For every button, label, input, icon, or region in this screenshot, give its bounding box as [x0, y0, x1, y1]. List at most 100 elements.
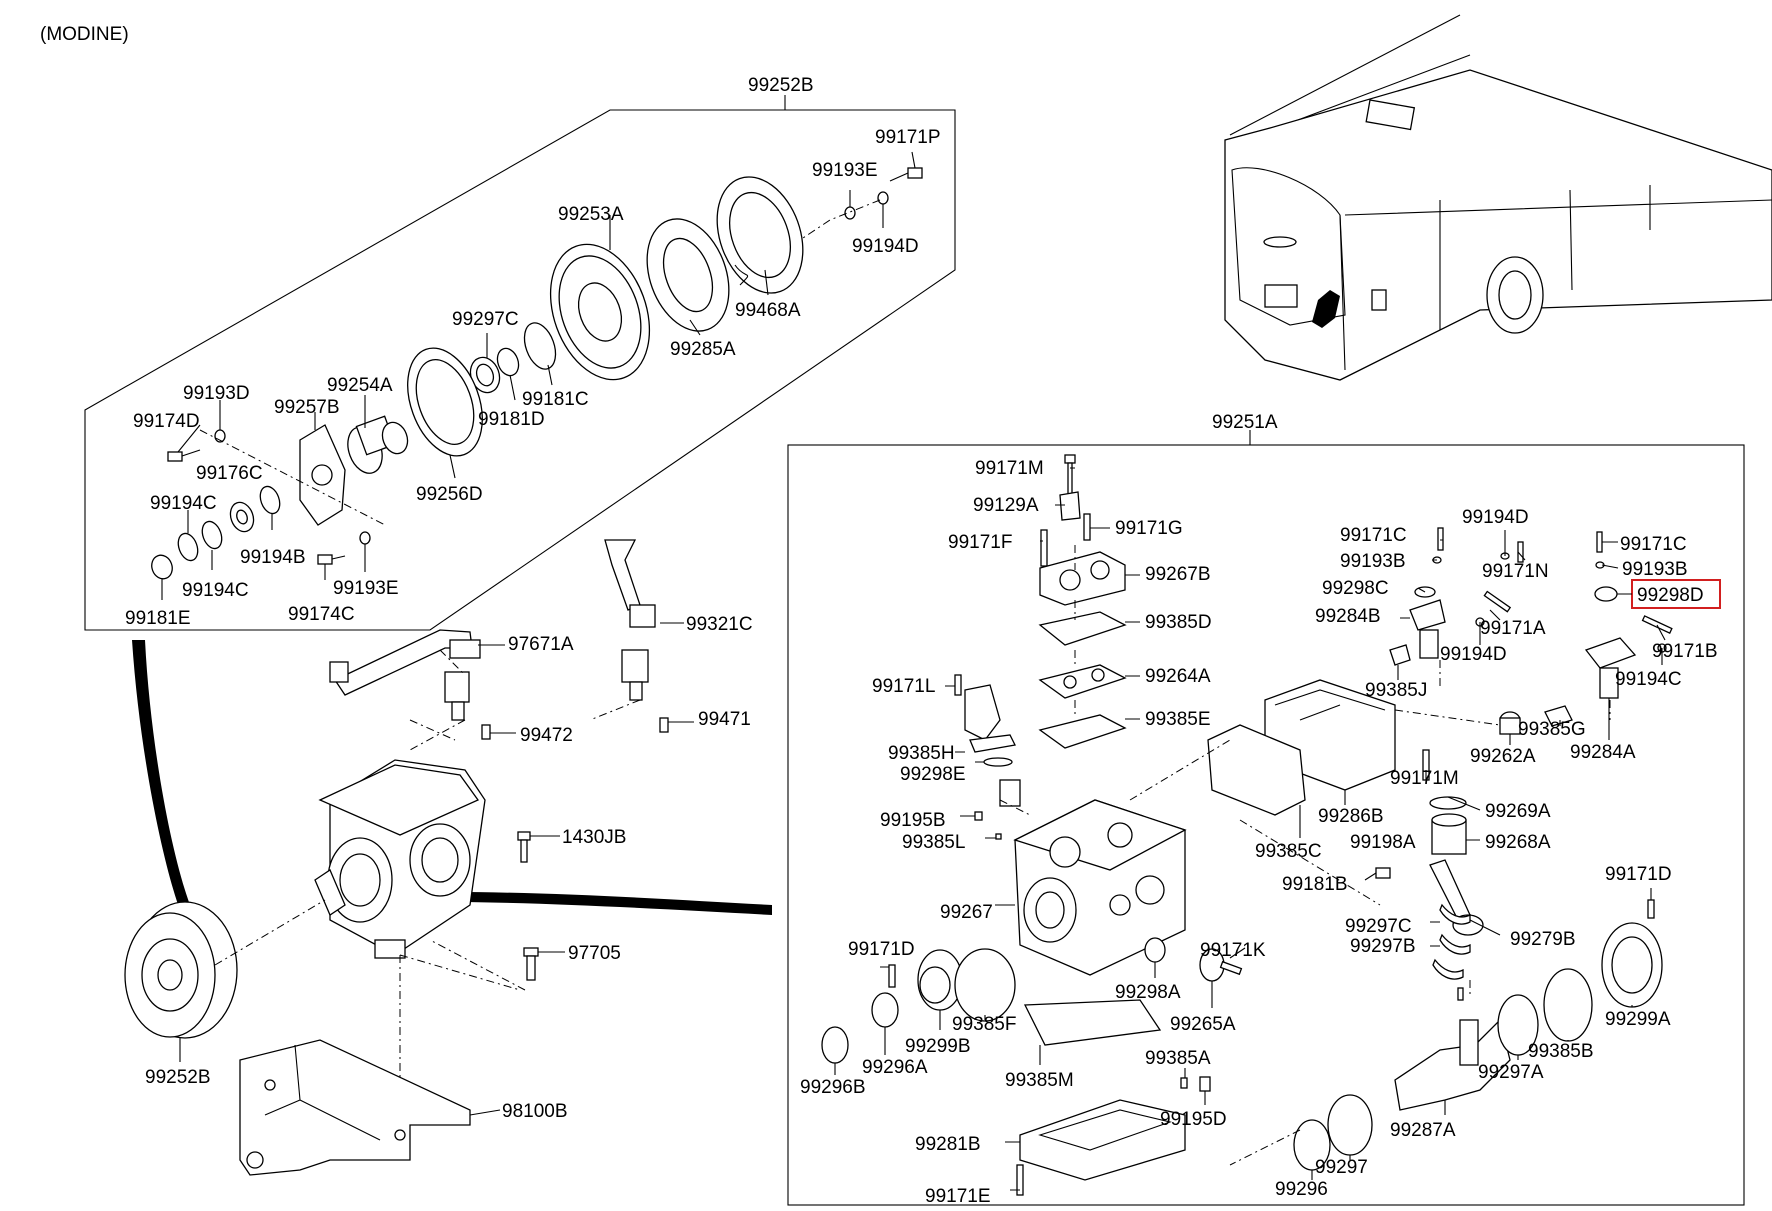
- label-99296A: 99296A: [862, 1057, 928, 1078]
- bearing-99297B-icon[interactable]: [1439, 933, 1471, 955]
- label-99257B: 99257B: [274, 397, 340, 418]
- fitting-99262A-icon[interactable]: [1499, 711, 1521, 735]
- seal-housing-99299B-icon[interactable]: [917, 949, 963, 1011]
- bus-illustration: [1224, 14, 1772, 381]
- bolt-99171D-b-icon[interactable]: [1647, 899, 1655, 919]
- bolt-97705-icon[interactable]: [523, 947, 565, 981]
- pin-99385L-icon[interactable]: [995, 833, 1002, 840]
- washer-99193E-b-icon[interactable]: [359, 531, 371, 545]
- bearing-99297C-b-icon[interactable]: [1439, 903, 1471, 925]
- bolt-99171K-icon[interactable]: [1219, 960, 1243, 976]
- pulley-99253A-icon[interactable]: [533, 215, 667, 394]
- label-99298A: 99298A: [1115, 982, 1181, 1003]
- shim-99194C-a-icon[interactable]: [199, 519, 225, 551]
- ring-99269A-icon[interactable]: [1429, 796, 1467, 810]
- o-ring-99298D-icon[interactable]: [1594, 586, 1618, 602]
- crankcase-99267-icon[interactable]: [1013, 799, 1187, 976]
- cylinder-head-99267B-icon[interactable]: [1039, 551, 1126, 606]
- valve-99284A-icon[interactable]: [1584, 637, 1637, 699]
- label-99181B: 99181B: [1282, 874, 1348, 895]
- coil-housing-99468A-icon[interactable]: [702, 165, 818, 305]
- bolt-99171D-a-icon[interactable]: [888, 964, 896, 988]
- service-valve-99385H-icon[interactable]: [964, 684, 1016, 753]
- gasket-99385M-icon[interactable]: [1023, 999, 1162, 1046]
- washer-99193E-icon[interactable]: [844, 190, 889, 228]
- piston-99268A-icon[interactable]: [1431, 813, 1467, 855]
- compressor-body-icon[interactable]: [314, 759, 486, 959]
- label-99286B: 99286B: [1318, 806, 1384, 827]
- bolt-99171C-b-icon[interactable]: [1596, 531, 1603, 553]
- bolt-99171E-icon[interactable]: [1016, 1164, 1024, 1196]
- bushing-99176C-icon[interactable]: [227, 499, 258, 535]
- crankshaft-99287A-icon[interactable]: [1394, 1018, 1511, 1111]
- oil-pan-99281B-icon[interactable]: [1019, 1099, 1186, 1181]
- screw-99174D-icon[interactable]: [167, 424, 201, 462]
- hub-99254A-icon[interactable]: [342, 395, 412, 478]
- o-ring-99298E-icon[interactable]: [983, 757, 1013, 767]
- pipe-99321C-icon[interactable]: [604, 539, 656, 628]
- label-99468A: 99468A: [735, 300, 801, 321]
- gasket-99385J-icon[interactable]: [1389, 644, 1411, 666]
- pipe-97671A-icon[interactable]: [329, 629, 481, 696]
- bearing-99297C-icon[interactable]: [466, 333, 505, 397]
- bolt-99171P-icon[interactable]: [889, 151, 923, 182]
- plate-99257B-icon[interactable]: [299, 412, 346, 526]
- screw-99174C-icon[interactable]: [317, 554, 346, 580]
- gasket-99385F-icon[interactable]: [954, 948, 1016, 1022]
- shim-99194B-icon[interactable]: [257, 484, 283, 516]
- pulley-99252B-icon[interactable]: [124, 901, 238, 1039]
- plug-99195D-icon[interactable]: [1199, 1076, 1211, 1092]
- fitting-99298E-icon[interactable]: [999, 779, 1021, 807]
- o-ring-99298A-icon[interactable]: [1144, 937, 1166, 963]
- label-99181C: 99181C: [522, 389, 589, 410]
- plug-99385A-icon[interactable]: [1180, 1077, 1188, 1089]
- gasket-99385B-icon[interactable]: [1543, 968, 1593, 1042]
- bolt-99171N-icon[interactable]: [1517, 541, 1524, 563]
- shim-99194C-b-icon[interactable]: [175, 531, 201, 563]
- ring-99181D-icon[interactable]: [494, 345, 522, 378]
- fitting-99471-icon[interactable]: [621, 649, 669, 733]
- label-99472: 99472: [520, 725, 573, 746]
- seal-99296B-icon[interactable]: [821, 1026, 849, 1064]
- label-99385H: 99385H: [888, 743, 955, 764]
- bracket-98100B-icon[interactable]: [239, 1039, 501, 1176]
- snap-ring-99181E-icon[interactable]: [148, 552, 175, 581]
- snap-ring-99181C-icon[interactable]: [519, 319, 562, 374]
- label-99256D: 99256D: [416, 484, 483, 505]
- gasket-99385E-icon[interactable]: [1038, 714, 1127, 749]
- label-97671A: 97671A: [508, 634, 574, 655]
- label-99296B: 99296B: [800, 1077, 866, 1098]
- label-99265A: 99265A: [1170, 1014, 1236, 1035]
- compressor-location-mark: [1312, 290, 1340, 328]
- label-1430JB: 1430JB: [562, 827, 626, 848]
- gasket-99385C-icon[interactable]: [1207, 724, 1306, 816]
- compressor-assembly-left: [124, 539, 772, 1176]
- bolt-99171G-icon[interactable]: [1083, 513, 1091, 541]
- bolt-99171F-icon[interactable]: [1040, 529, 1048, 567]
- valve-plate-99264A-icon[interactable]: [1038, 664, 1127, 699]
- bracket-99129A-icon[interactable]: [1059, 491, 1081, 521]
- label-99297B: 99297B: [1350, 936, 1416, 957]
- label-99171E: 99171E: [925, 1186, 991, 1207]
- label-99171F: 99171F: [948, 532, 1012, 553]
- label-99262A: 99262A: [1470, 746, 1536, 767]
- bolt-99171C-a-icon[interactable]: [1437, 527, 1444, 551]
- pin-99198A-icon[interactable]: [1375, 867, 1391, 879]
- bolt-99171B-icon[interactable]: [1641, 615, 1673, 635]
- label-99287A: 99287A: [1390, 1120, 1456, 1141]
- bolt-99171A-icon[interactable]: [1483, 590, 1512, 613]
- label-99284A: 99284A: [1570, 742, 1636, 763]
- plug-99195B-icon[interactable]: [974, 811, 983, 821]
- gasket-99385D-icon[interactable]: [1038, 611, 1127, 646]
- bearing-housing-99299A-icon[interactable]: [1601, 922, 1663, 1008]
- label-98100B: 98100B: [502, 1101, 568, 1122]
- seal-99296A-icon[interactable]: [871, 992, 899, 1028]
- field-coil-99285A-icon[interactable]: [632, 208, 743, 343]
- valve-99284B-icon[interactable]: [1409, 599, 1446, 659]
- armature-plate-99256D-icon[interactable]: [394, 338, 496, 479]
- fitting-99472-icon[interactable]: [444, 671, 491, 740]
- bolt-1430JB-icon[interactable]: [517, 831, 560, 863]
- bolt-99171L-icon[interactable]: [954, 674, 962, 696]
- bearing-99297-icon[interactable]: [1327, 1094, 1373, 1156]
- gasket-99385G-icon[interactable]: [1544, 705, 1573, 727]
